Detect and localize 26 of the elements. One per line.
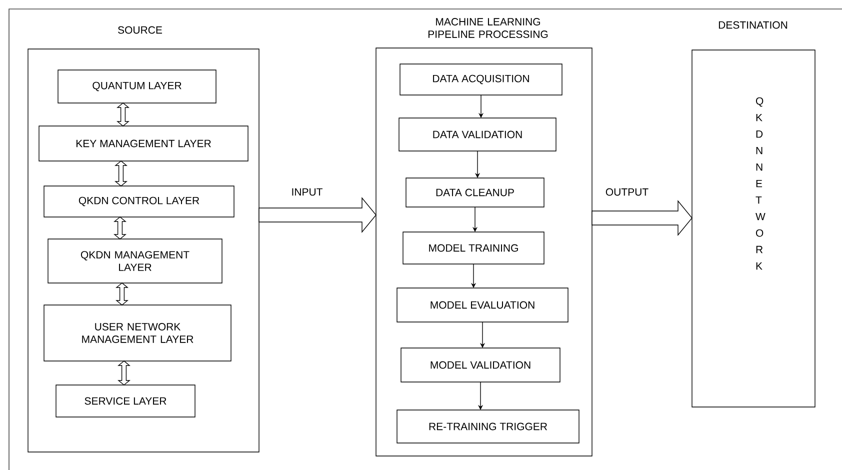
process-box: MODEL VALIDATION (400, 348, 560, 382)
process-box: DATA CLEANUP (406, 178, 544, 208)
process-box: QKDN CONTROL LAYER (44, 186, 234, 218)
process-box: QUANTUM LAYER (58, 70, 216, 104)
edge-label: OUTPUT (604, 187, 650, 197)
process-box: MODEL TRAINING (402, 232, 544, 264)
process-box: KEY MANAGEMENT LAYER (38, 126, 248, 162)
panel-box: DESTINATION Q K D N N E T W O R K (692, 21, 816, 408)
arrow (116, 102, 130, 126)
process-box: QKDN MANAGEMENT LAYER (48, 238, 222, 284)
process-box: USER NETWORK MANAGEMENT LAYER (44, 304, 232, 362)
process-box: DATA ACQUISITION (400, 64, 562, 96)
edge-label: INPUT (290, 187, 324, 197)
node-label: MACHINE LEARNING PIPELINE PROCESSING (428, 18, 548, 38)
node-label: DESTINATION (718, 21, 788, 29)
node-label: SOURCE (118, 26, 162, 34)
process-box: DATA VALIDATION (398, 118, 556, 152)
arrow (114, 160, 128, 186)
arrow (258, 197, 376, 233)
process-box: MODEL EVALUATION (396, 288, 568, 322)
arrow (118, 360, 130, 386)
arrow (114, 216, 126, 240)
arrow (592, 200, 692, 236)
process-box: RE-TRAINING TRIGGER (396, 410, 580, 444)
process-box: SERVICE LAYER (56, 384, 196, 418)
arrow (116, 282, 128, 306)
